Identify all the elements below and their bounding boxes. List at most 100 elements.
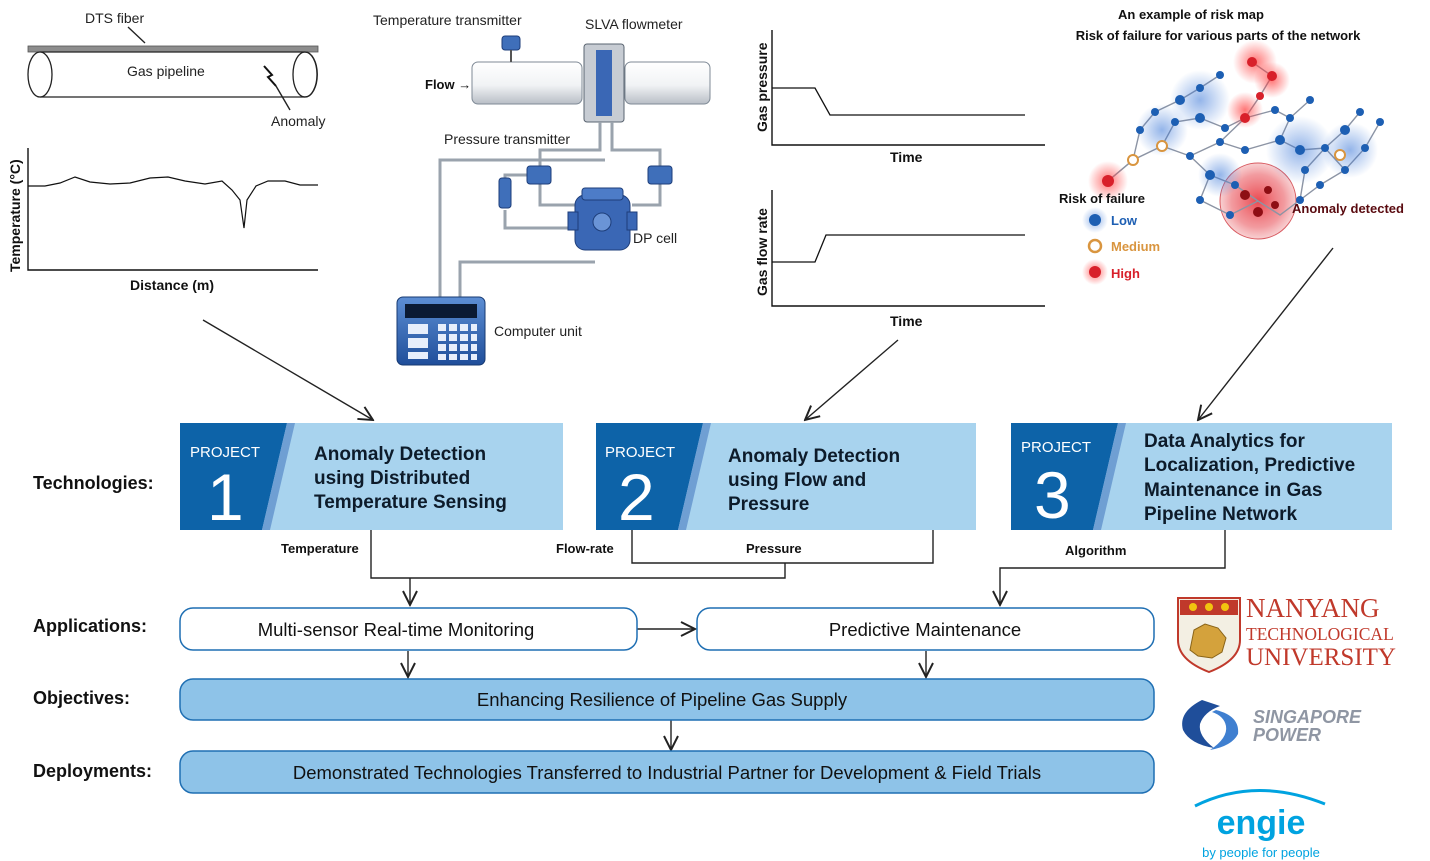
distance-axis-label: Distance (m) xyxy=(130,277,214,293)
outlet-pipe xyxy=(624,61,711,105)
risk-high-swatch xyxy=(1089,266,1101,278)
output-pressure-label: Pressure xyxy=(746,541,802,556)
risk-legend-high: High xyxy=(1082,259,1140,285)
engie-tagline: by people for people xyxy=(1202,845,1320,860)
left-valve-icon xyxy=(526,165,552,185)
objectives-row-label: Objectives: xyxy=(33,688,130,708)
gas-pressure-chart: Gas pressure Time xyxy=(754,30,1045,165)
gas-pressure-axis-label: Gas pressure xyxy=(754,42,770,132)
risk-map-title-2: Risk of failure for various parts of the… xyxy=(1076,28,1361,43)
risk-low-label: Low xyxy=(1111,213,1138,228)
inlet-pipe xyxy=(471,61,583,105)
deployments-row-label: Deployments: xyxy=(33,761,152,781)
computer-unit-label: Computer unit xyxy=(494,323,582,339)
dts-pipeline-illustration: DTS fiber Gas pipeline Anomaly xyxy=(27,10,325,129)
project-1-word: PROJECT xyxy=(190,444,260,461)
applications-row-label: Applications: xyxy=(33,616,147,636)
anomaly-pointer xyxy=(275,85,291,111)
gas-pressure-axes xyxy=(771,30,1045,146)
temperature-transmitter-label: Temperature transmitter xyxy=(373,12,522,28)
risk-map: An example of risk map Risk of failure f… xyxy=(1059,7,1404,285)
dts-fiber-pointer xyxy=(127,26,146,44)
project-card-1: PROJECT 1 Anomaly Detection using Distri… xyxy=(180,423,563,534)
gas-flow-rate-time-label: Time xyxy=(890,313,923,329)
gas-flow-rate-axes xyxy=(771,190,1045,307)
anomaly-detected-label: Anomaly detected xyxy=(1292,201,1404,216)
engie-logo: engie by people for people xyxy=(1194,789,1326,860)
anomaly-crack-icon xyxy=(263,65,277,87)
arrow-to-project-2 xyxy=(805,339,899,420)
output-algorithm-label: Algorithm xyxy=(1065,543,1126,558)
ntu-name-line-3: UNIVERSITY xyxy=(1246,644,1396,671)
project-card-2: PROJECT 2 Anomaly Detection using Flow a… xyxy=(596,423,976,534)
ntu-logo: NANYANG TECHNOLOGICAL UNIVERSITY xyxy=(1177,593,1396,674)
gas-flow-rate-chart: Gas flow rate Time xyxy=(754,190,1045,329)
singapore-power-line-1: SINGAPORE xyxy=(1253,707,1362,727)
temperature-distance-plot: Temperature (°C) Distance (m) xyxy=(7,148,318,293)
monitoring-box-text: Multi-sensor Real-time Monitoring xyxy=(258,619,535,640)
project-3-title-line-2: Localization, Predictive xyxy=(1144,455,1355,476)
ntu-name-line-2: TECHNOLOGICAL xyxy=(1246,624,1394,644)
computer-unit-icon xyxy=(396,296,486,366)
objective-box-text: Enhancing Resilience of Pipeline Gas Sup… xyxy=(477,689,848,710)
flow-direction-label: Flow → xyxy=(425,77,471,92)
risk-legend-low: Low xyxy=(1082,207,1138,233)
project-1-title-line-3: Temperature Sensing xyxy=(314,492,507,513)
deployment-box-text: Demonstrated Technologies Transferred to… xyxy=(293,762,1041,783)
project-1-number: 1 xyxy=(207,460,244,534)
right-valve-icon xyxy=(647,165,673,185)
deployment-box: Demonstrated Technologies Transferred to… xyxy=(179,750,1155,794)
dts-fiber-label: DTS fiber xyxy=(85,10,144,26)
predictive-maintenance-box: Predictive Maintenance xyxy=(696,607,1155,651)
dp-cell-icon xyxy=(567,187,638,251)
monitoring-box: Multi-sensor Real-time Monitoring xyxy=(179,607,638,651)
predictive-maintenance-box-text: Predictive Maintenance xyxy=(829,619,1021,640)
project-3-title-line-1: Data Analytics for xyxy=(1144,431,1305,452)
gas-pressure-trace xyxy=(772,87,1025,116)
pressure-transmitter-label: Pressure transmitter xyxy=(444,131,570,147)
project-3-word: PROJECT xyxy=(1021,439,1091,456)
connector-lines xyxy=(370,530,1226,750)
gas-flow-rate-axis-label: Gas flow rate xyxy=(754,208,770,296)
singapore-power-swoosh-icon xyxy=(1182,700,1239,750)
project-3-title-line-4: Pipeline Network xyxy=(1144,504,1298,525)
slva-flowmeter-label: SLVA flowmeter xyxy=(585,16,683,32)
gas-pipeline-end xyxy=(27,51,53,98)
temperature-axis-label: Temperature (°C) xyxy=(7,159,23,272)
output-temperature-label: Temperature xyxy=(281,541,359,556)
flowmeter-core xyxy=(596,50,612,116)
risk-low-swatch xyxy=(1089,214,1101,226)
dp-cell-label: DP cell xyxy=(633,230,677,246)
risk-legend-medium: Medium xyxy=(1087,238,1160,254)
risk-legend-title: Risk of failure xyxy=(1059,191,1145,206)
ntu-name-line-1: NANYANG xyxy=(1246,593,1380,623)
gas-pressure-time-label: Time xyxy=(890,149,923,165)
project-1-title-line-1: Anomaly Detection xyxy=(314,444,486,465)
dts-fiber xyxy=(27,45,319,53)
risk-medium-label: Medium xyxy=(1111,239,1160,254)
gas-pipeline-far-end xyxy=(292,51,318,98)
output-flowrate-label: Flow-rate xyxy=(556,541,614,556)
risk-map-title-1: An example of risk map xyxy=(1118,7,1264,22)
technologies-row-label: Technologies: xyxy=(33,473,154,493)
project-1-title-line-2: using Distributed xyxy=(314,468,470,489)
singapore-power-logo: SINGAPORE POWER xyxy=(1182,700,1362,750)
gas-pipeline-label: Gas pipeline xyxy=(127,63,205,79)
risk-high-label: High xyxy=(1111,266,1140,281)
project-2-word: PROJECT xyxy=(605,444,675,461)
arrow-to-project-1 xyxy=(202,319,373,420)
temperature-plot-axes xyxy=(27,148,318,271)
engie-arc-icon xyxy=(1194,789,1326,808)
flow-measurement-setup: Temperature transmitter SLVA flowmeter F… xyxy=(373,12,711,366)
project-2-title-line-3: Pressure xyxy=(728,494,809,515)
temperature-trace xyxy=(28,176,318,229)
project-card-3: PROJECT 3 Data Analytics for Localizatio… xyxy=(1011,423,1392,532)
engie-wordmark: engie xyxy=(1217,804,1306,842)
network-nodes xyxy=(1102,57,1384,219)
objective-box: Enhancing Resilience of Pipeline Gas Sup… xyxy=(179,678,1155,721)
temperature-transmitter-icon xyxy=(501,35,521,51)
singapore-power-line-2: POWER xyxy=(1253,725,1321,745)
project-2-title-line-1: Anomaly Detection xyxy=(728,446,900,467)
project-2-number: 2 xyxy=(618,460,655,534)
anomaly-label: Anomaly xyxy=(271,113,325,129)
